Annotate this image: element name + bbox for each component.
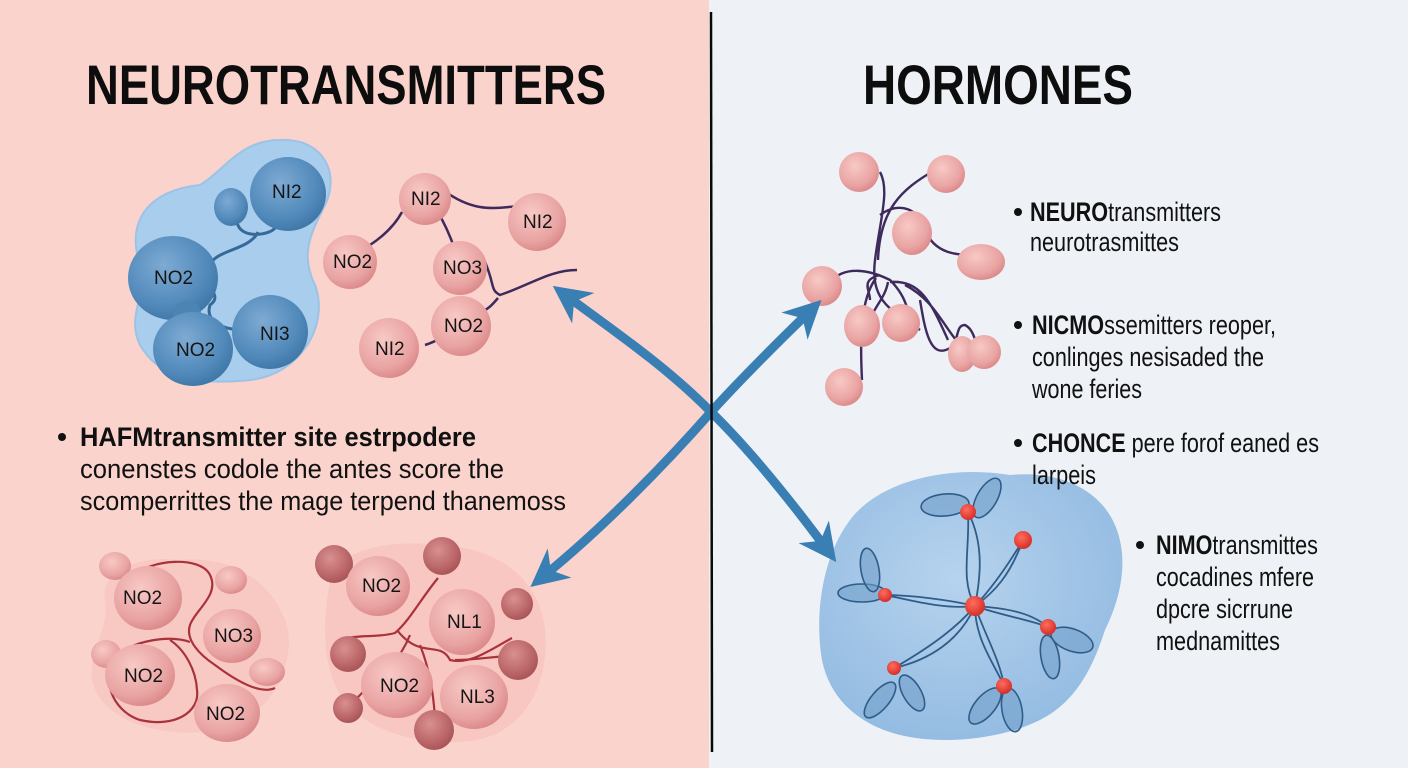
svg-text:NICMOssemitters reoper,: NICMOssemitters reoper, <box>1032 310 1276 340</box>
bullet-line: mednamittes <box>1156 626 1280 656</box>
receptor-node <box>960 504 976 520</box>
arrow-neuro-to-hormone <box>530 299 822 587</box>
bullet-heading: NICMO <box>1032 310 1104 340</box>
molecule-label: NO2 <box>333 252 372 273</box>
molecule-label: NO2 <box>444 316 483 337</box>
svg-text:NEUROtransmitters: NEUROtransmitters <box>1030 197 1221 227</box>
molecule-label: NO2 <box>206 704 245 725</box>
receptor-node <box>996 678 1012 694</box>
blue-molecule <box>250 157 326 231</box>
molecule-label: NO3 <box>214 626 253 647</box>
molecule-label: NL3 <box>460 687 495 708</box>
bullet-heading-rest: transmitters <box>1108 197 1221 227</box>
bullet-line: neurotrasmittes <box>1030 227 1179 257</box>
receptor-node <box>887 661 901 675</box>
bullet-line: cocadines mfere <box>1156 562 1314 592</box>
svg-text:CHONCE pere forof eaned es: CHONCE pere forof eaned es <box>1032 428 1319 458</box>
bullet-line: wone feries <box>1031 374 1142 404</box>
bullet-heading: HAFMtransmitter site estrpodere <box>80 422 476 452</box>
molecule-label: NI3 <box>260 324 290 345</box>
molecule-label: NO2 <box>123 588 162 609</box>
bullet-line: conenstes codole the antes score the <box>80 454 504 484</box>
molecule-label: NI2 <box>375 339 405 360</box>
bullet-heading-rest: pere forof eaned es <box>1126 428 1319 458</box>
bullet-line: scomperrittes the mage terpend thanemoss <box>80 486 566 516</box>
molecule-label: NO2 <box>176 340 215 361</box>
receptor-center-node <box>965 596 985 616</box>
molecule-label: NO3 <box>443 258 482 279</box>
bullet-heading: NEURO <box>1030 197 1108 227</box>
bullet-dot <box>1014 439 1022 447</box>
bullet-heading: NIMO <box>1156 530 1212 560</box>
receptor-node <box>1040 619 1056 635</box>
molecule-label: NI2 <box>272 182 302 203</box>
blue-molecule <box>153 312 233 386</box>
bullet-dot <box>58 433 66 441</box>
blue-molecule <box>232 295 308 369</box>
molecule-label: NI2 <box>523 212 553 233</box>
bullet-heading: CHONCE <box>1032 428 1126 458</box>
left-bullet: HAFMtransmitter site estrpodere conenste… <box>58 422 566 516</box>
svg-text:NIMOtransmittes: NIMOtransmittes <box>1156 530 1318 560</box>
molecule-label: NO2 <box>380 676 419 697</box>
molecule-label: NO2 <box>124 666 163 687</box>
molecule-label: NO2 <box>362 576 401 597</box>
blue-small-molecule <box>214 188 248 226</box>
hormone-receptor-cluster <box>819 472 1123 740</box>
bullet-heading-rest: transmittes <box>1212 530 1318 560</box>
panel-divider <box>709 11 714 753</box>
blue-molecule <box>128 236 218 320</box>
bullet-line: dpcre sicrrune <box>1156 594 1293 624</box>
molecule-label: NL1 <box>447 612 482 633</box>
right-panel-title: HORMONES <box>863 53 1133 116</box>
right-bullet-1: NEUROtransmitters neurotrasmittes <box>1014 197 1221 257</box>
pink-molecule-chain: NI2 NI2 NO2 NO3 NO2 NI2 <box>323 173 578 378</box>
pink-cluster-bottom-left: NO2 NO3 NO2 NO2 <box>91 552 289 742</box>
left-panel-title: NEUROTRANSMITTERS <box>86 53 606 116</box>
molecule-label: NI2 <box>411 189 441 210</box>
right-bullet-3: CHONCE pere forof eaned es larpeis <box>1014 428 1319 490</box>
bullet-dot <box>1136 541 1144 549</box>
bullet-line: larpeis <box>1032 460 1096 490</box>
right-bullet-2: NICMOssemitters reoper, conlinges nesisa… <box>1014 310 1276 404</box>
receptor-node <box>1014 531 1032 549</box>
bond-lines <box>369 188 578 347</box>
bullet-heading-rest: ssemitters reoper, <box>1104 310 1276 340</box>
blue-molecule-cluster: NI2 NO2 NO2 NI3 <box>128 138 332 386</box>
receptor-node <box>878 588 892 602</box>
right-bullet-4: NIMOtransmittes cocadines mfere dpcre si… <box>1136 530 1318 656</box>
bullet-dot <box>1014 208 1022 216</box>
pink-cluster-bottom-right: NO2 NL1 NO2 NL3 <box>315 537 546 750</box>
bullet-dot <box>1014 321 1022 329</box>
molecule-label: NO2 <box>154 268 193 289</box>
bullet-line: conlinges nesisaded the <box>1032 342 1264 372</box>
bond-lines <box>333 577 519 729</box>
